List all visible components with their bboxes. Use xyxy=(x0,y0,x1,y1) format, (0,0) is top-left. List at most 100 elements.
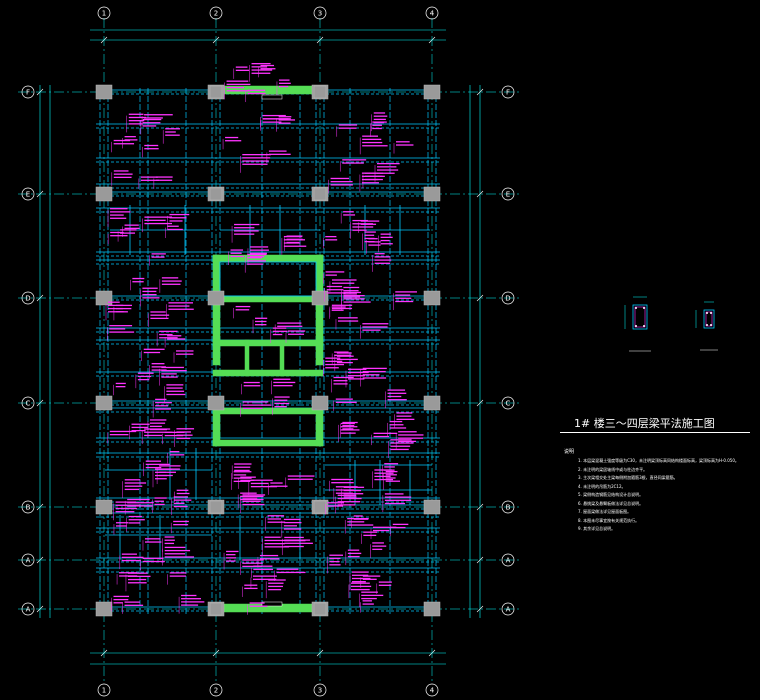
beam-annotation-mark xyxy=(243,381,260,384)
axis-bubble-right xyxy=(501,602,515,616)
note-line: 4. 未注明的吊筋为2C12。 xyxy=(578,483,626,489)
beam-annotation-mark xyxy=(347,552,362,555)
beam-annotation-mark xyxy=(343,286,360,289)
beam-annotation-mark xyxy=(360,220,380,222)
beam-annotation-mark xyxy=(166,384,184,386)
beam-annotation-mark xyxy=(372,548,383,550)
beam-annotation-mark xyxy=(176,350,194,352)
beam-annotation-mark xyxy=(362,138,382,141)
beam-annotation-mark xyxy=(325,363,344,366)
beam-annotation-mark xyxy=(251,72,271,74)
beam-annotation-mark xyxy=(235,66,248,68)
beam-annotation-mark xyxy=(144,219,166,221)
beam-annotation-mark xyxy=(362,323,389,325)
beam-annotation-mark xyxy=(169,213,190,216)
beam-annotation-mark xyxy=(337,497,362,500)
beam-annotation-mark xyxy=(233,471,252,473)
dimension-tick xyxy=(476,556,484,564)
beam-annotation-mark xyxy=(362,145,388,147)
beam-annotation-mark xyxy=(389,427,407,429)
rebar-dot xyxy=(706,312,708,314)
beam-annotation-mark xyxy=(149,422,166,424)
beam-annotation-mark xyxy=(347,521,365,523)
beam-annotation-mark xyxy=(140,179,159,181)
beam-annotation-mark xyxy=(268,579,286,581)
beam-annotation-mark xyxy=(395,300,414,303)
dimension-tick xyxy=(476,88,484,96)
beam-annotation-mark xyxy=(255,317,268,319)
beam-annotation-mark xyxy=(113,139,131,142)
column xyxy=(209,602,223,616)
beam-annotation-mark xyxy=(274,396,290,398)
beam-annotation-mark xyxy=(113,143,135,145)
beam-annotation-mark xyxy=(110,211,131,213)
beam-annotation-mark xyxy=(108,307,123,310)
beam-section-detail xyxy=(703,309,715,329)
sheet-title: 1# 楼三～四层梁平法施工图 xyxy=(574,417,715,430)
beam-annotation-mark xyxy=(140,176,158,178)
dimension-tick xyxy=(476,605,484,613)
beam-annotation-mark xyxy=(364,237,375,240)
beam-annotation-mark xyxy=(151,366,166,368)
beam-annotation-mark xyxy=(226,90,251,92)
beam-annotation-mark xyxy=(260,68,276,70)
beam-annotation-mark xyxy=(334,351,349,353)
beam-annotation-mark xyxy=(264,539,289,542)
beam-annotation-mark xyxy=(268,150,287,152)
beam-annotation-mark xyxy=(249,249,269,251)
beam-annotation-mark xyxy=(363,534,377,537)
beam-annotation-mark xyxy=(362,578,377,580)
beam-annotation-mark xyxy=(385,480,400,482)
beam-annotation-mark xyxy=(343,295,365,297)
beam-annotation-mark xyxy=(142,293,157,296)
beam-annotation-mark xyxy=(242,407,263,409)
beam-annotation-mark xyxy=(128,515,142,518)
beam-annotation-mark xyxy=(362,326,388,328)
axis-bubble-top-label: 1 xyxy=(102,10,106,18)
beam-annotation-mark xyxy=(361,594,384,597)
beam-annotation-mark xyxy=(142,297,160,299)
beam-annotation-mark xyxy=(350,588,370,591)
beam-annotation-mark xyxy=(149,419,167,421)
beam-annotation-mark xyxy=(350,582,370,584)
beam-annotation-mark xyxy=(398,434,424,436)
beam-annotation-mark xyxy=(278,85,289,88)
beam-annotation-mark xyxy=(362,329,381,331)
shear-wall xyxy=(212,439,324,447)
beam-annotation-mark xyxy=(377,162,400,165)
beam-annotation-mark xyxy=(362,575,381,577)
beam-annotation-mark xyxy=(144,538,161,540)
beam-annotation-mark xyxy=(352,219,368,222)
beam-annotation-mark xyxy=(278,116,292,118)
beam-annotation-mark xyxy=(234,230,259,232)
beam-annotation-mark xyxy=(166,393,186,396)
beam-annotation-mark xyxy=(142,557,164,559)
beam-annotation-mark xyxy=(373,432,398,434)
beam-annotation-mark xyxy=(389,424,404,426)
beam-annotation-mark xyxy=(352,226,374,228)
beam-annotation-mark xyxy=(340,426,358,428)
column xyxy=(95,395,113,411)
beam-annotation-mark xyxy=(155,408,171,410)
beam-annotation-mark xyxy=(277,322,302,324)
beam-annotation-mark xyxy=(127,578,147,581)
beam-annotation-mark xyxy=(396,412,413,414)
axis-bubble-right xyxy=(501,85,515,99)
beam-annotation-mark xyxy=(128,123,143,125)
shear-wall xyxy=(315,407,324,447)
beam-annotations xyxy=(105,63,424,615)
beam-annotation-mark xyxy=(240,479,255,482)
note-line: 3. 主次梁相交处主梁每侧附加箍筋3根，直径同梁箍筋。 xyxy=(578,475,678,480)
column xyxy=(313,500,327,514)
beam-annotation-mark xyxy=(159,471,176,473)
beam-annotation-mark xyxy=(168,302,193,304)
beam-annotation-mark xyxy=(115,525,127,527)
axis-bubble-left xyxy=(21,602,35,616)
beam-annotation-mark xyxy=(240,495,264,498)
beam-annotation-mark xyxy=(155,398,167,401)
beam-annotation-mark xyxy=(113,170,129,172)
beam-annotation-mark xyxy=(124,139,138,141)
beam-annotation-mark xyxy=(113,173,133,175)
dimension-tick xyxy=(476,190,484,198)
beam-annotation-mark xyxy=(235,69,250,71)
